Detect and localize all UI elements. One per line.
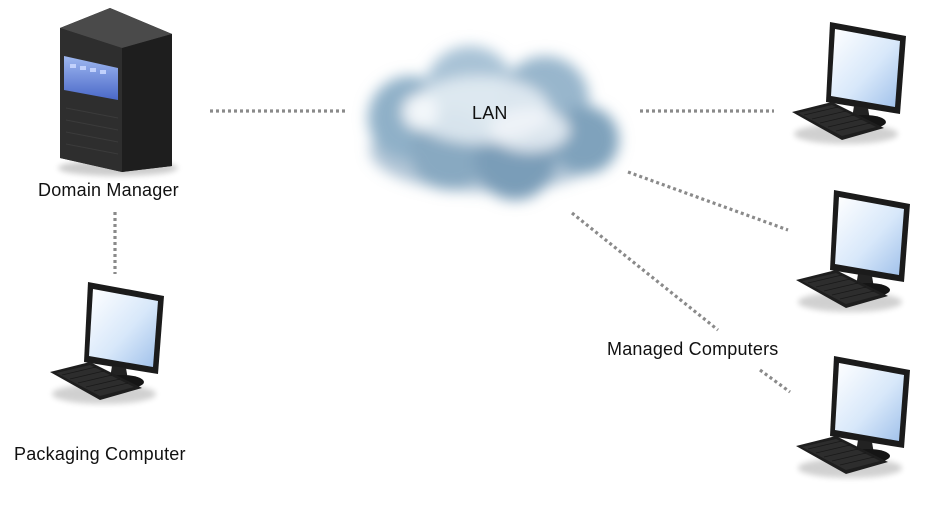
managed-computer-2-icon <box>796 190 910 312</box>
lan-label: LAN <box>472 103 508 123</box>
domain-manager-label: Domain Manager <box>38 180 179 200</box>
managed-computer-1-icon <box>792 22 906 144</box>
packaging-computer-icon <box>50 282 164 404</box>
managed-computer-3-icon <box>796 356 910 478</box>
server-tower-icon <box>58 8 178 176</box>
connector-lan-computer-2 <box>627 170 789 232</box>
packaging-computer-label: Packaging Computer <box>14 444 186 464</box>
connector-lan-computer-3b <box>759 368 791 394</box>
connector-lines <box>113 109 791 394</box>
connector-lan-computer-3a <box>570 211 720 332</box>
cloud-network-icon <box>368 46 619 200</box>
managed-computers-label: Managed Computers <box>607 339 779 359</box>
